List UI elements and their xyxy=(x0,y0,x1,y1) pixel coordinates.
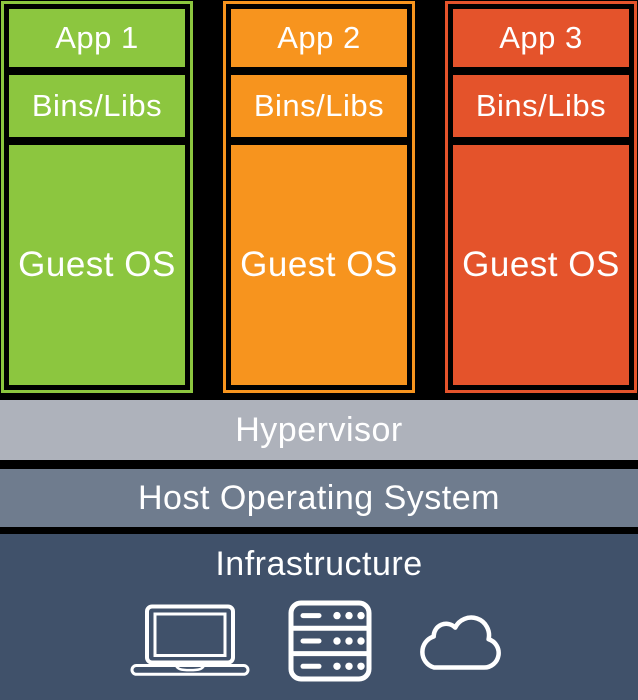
vm-column-3: App 3 Bins/Libs Guest OS xyxy=(445,1,637,393)
infrastructure-icons xyxy=(130,600,508,682)
laptop-icon xyxy=(130,604,250,676)
server-icon xyxy=(288,600,372,682)
cloud-icon xyxy=(420,615,501,670)
guest-os-block: Guest OS xyxy=(231,145,407,385)
guest-os-block: Guest OS xyxy=(9,145,185,385)
app-1-block: App 1 xyxy=(9,9,185,67)
vm-columns: App 1 Bins/Libs Guest OS App 2 Bins/Libs… xyxy=(1,1,637,393)
guest-os-block: Guest OS xyxy=(453,145,629,385)
vm-column-1: App 1 Bins/Libs Guest OS xyxy=(1,1,193,393)
bins-libs-block: Bins/Libs xyxy=(231,75,407,137)
bins-libs-block: Bins/Libs xyxy=(453,75,629,137)
infrastructure-label: Infrastructure xyxy=(215,545,423,583)
host-os-layer: Host Operating System xyxy=(0,469,638,527)
bins-libs-block: Bins/Libs xyxy=(9,75,185,137)
app-3-block: App 3 xyxy=(453,9,629,67)
app-2-block: App 2 xyxy=(231,9,407,67)
infrastructure-layer: Infrastructure xyxy=(0,534,638,700)
vm-column-2: App 2 Bins/Libs Guest OS xyxy=(223,1,415,393)
hypervisor-layer: Hypervisor xyxy=(0,400,638,460)
